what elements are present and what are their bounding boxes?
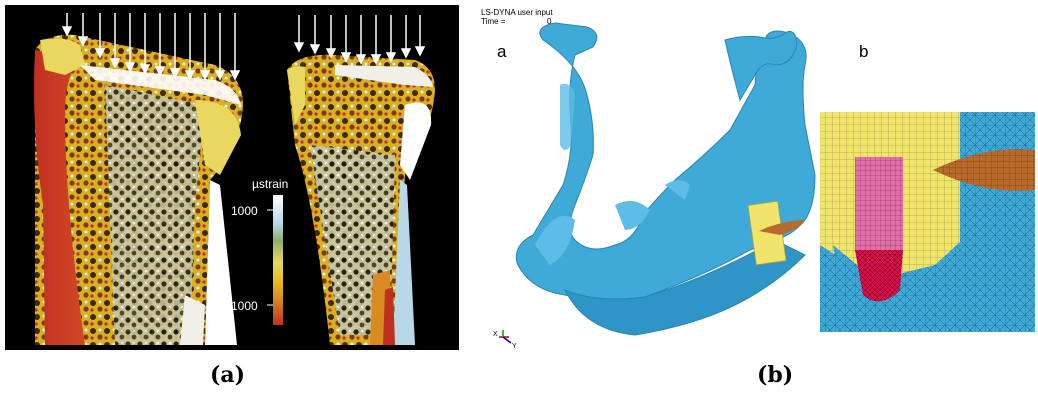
caption-a: (a) [210, 362, 245, 388]
strain-legend: µstrain 1000 -1000 [227, 177, 288, 325]
right-bone-section [287, 55, 435, 345]
axis-triad: X Y [493, 330, 517, 350]
pink-mesh-region [855, 157, 903, 252]
mesh-detail-view [820, 112, 1035, 332]
axis-x-label: X [493, 331, 498, 338]
legend-label-high: 1000 [231, 204, 258, 218]
axis-y-label: Y [512, 343, 517, 350]
subpanel-label-b: b [859, 42, 868, 61]
left-bone-section [34, 35, 243, 345]
strain-map-panel: µstrain 1000 -1000 [5, 5, 459, 350]
bone-strain-figure: µstrain 1000 -1000 [5, 5, 459, 350]
legend-title: µstrain [252, 177, 288, 191]
software-header: LS-DYNA user input [481, 8, 553, 17]
caption-b: (b) [757, 362, 793, 388]
subpanel-label-a: a [497, 42, 507, 61]
legend-label-low: -1000 [227, 299, 258, 313]
mandible-model [516, 23, 815, 335]
fe-model-panel: LS-DYNA user input Time = 0 a b X Y [475, 5, 1035, 350]
mandible-fe-figure: LS-DYNA user input Time = 0 a b X Y [475, 5, 1035, 350]
time-label: Time = [481, 17, 506, 26]
legend-colorbar [273, 195, 283, 325]
